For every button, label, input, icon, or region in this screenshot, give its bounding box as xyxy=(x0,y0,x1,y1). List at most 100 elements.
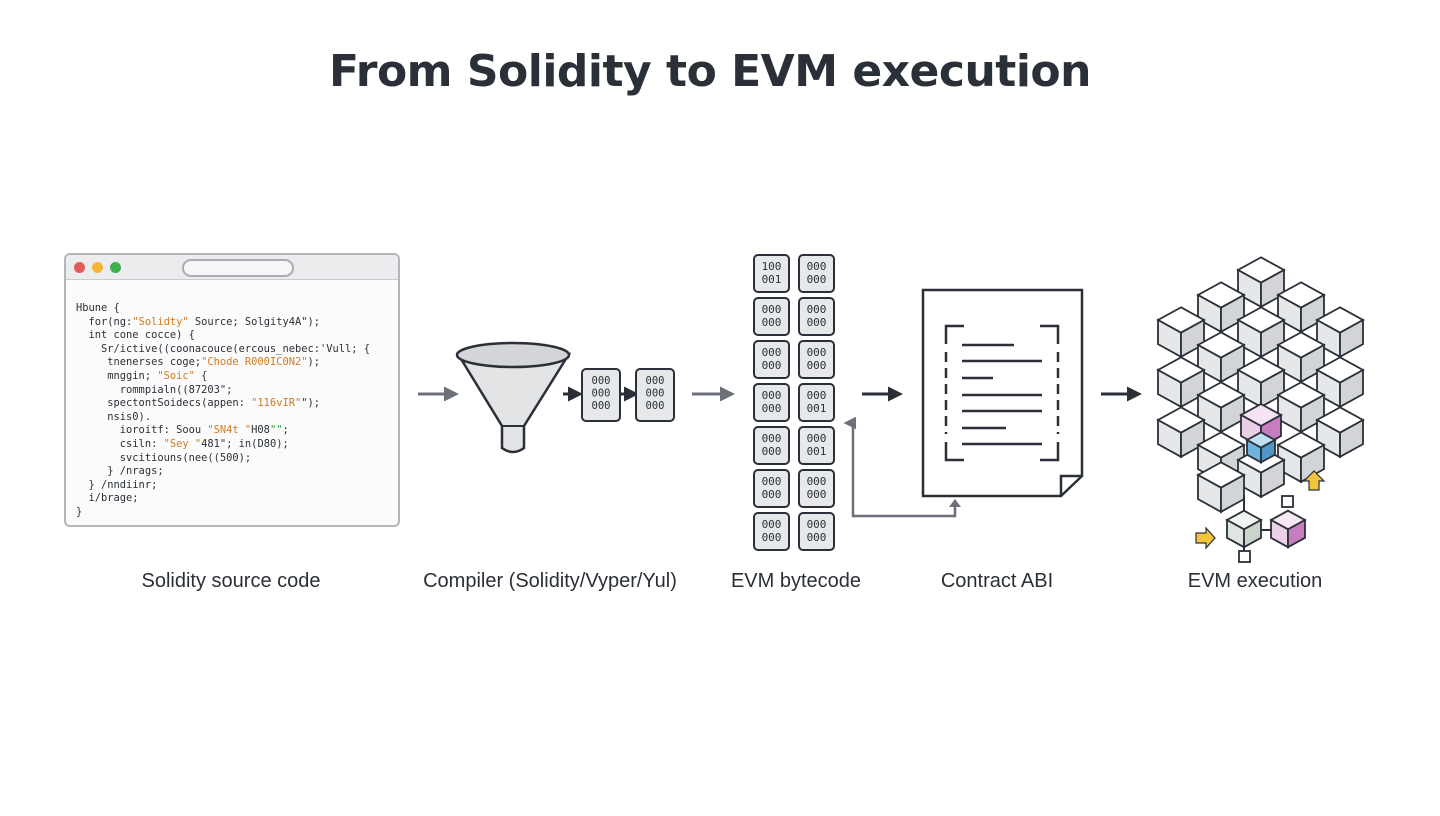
maximize-dot-icon xyxy=(110,262,121,273)
funnel-body xyxy=(455,352,572,454)
code-string: "" xyxy=(269,424,283,437)
binary-text: 000 xyxy=(807,475,827,488)
code-line: nsis0). xyxy=(76,411,388,425)
code-line: } /nndiinr; xyxy=(76,479,388,493)
binary-block-frame xyxy=(798,426,835,465)
binary-text: 000 xyxy=(592,400,611,412)
cube xyxy=(1196,461,1246,514)
code-line: i/brage; xyxy=(76,492,388,506)
document-fold xyxy=(1059,474,1082,496)
label-bytecode: EVM bytecode xyxy=(730,570,862,592)
code-line: } xyxy=(76,506,388,520)
window-titlebar xyxy=(66,255,398,280)
code-string: "116vIR" xyxy=(251,397,302,410)
cube xyxy=(1315,406,1365,459)
binary-text: 000 xyxy=(762,359,782,372)
cube xyxy=(1276,381,1326,434)
code-line: mnggin; "Soic" { xyxy=(76,370,388,384)
binary-block-frame xyxy=(753,426,790,465)
binary-block-frame xyxy=(798,469,835,508)
binary-text: 000 xyxy=(762,445,782,458)
page-title: From Solidity to EVM execution xyxy=(329,46,1091,97)
binary-block-frame xyxy=(753,383,790,422)
code-token: spectontSoidecs(appen: xyxy=(76,397,252,410)
binary-text: 000 xyxy=(807,518,827,531)
code-token: for(ng: xyxy=(76,315,133,328)
cube-highlight-blue xyxy=(1245,431,1277,464)
binary-text: 000 xyxy=(646,388,665,400)
binary-block-frame xyxy=(753,297,790,336)
code-token: nsis0). xyxy=(76,410,152,423)
binary-text: 000 xyxy=(762,402,782,415)
binary-block-frame xyxy=(753,340,790,379)
code-line: csiln: "Sey "481"; in(D80); xyxy=(76,438,388,452)
binary-text: 000 xyxy=(807,316,827,329)
code-token: } /nndiinr; xyxy=(76,478,158,491)
cube-right xyxy=(1220,473,1245,514)
cube-right xyxy=(1180,418,1205,459)
address-bar xyxy=(182,259,294,277)
funnel-rim xyxy=(455,341,571,369)
binary-text: 000 xyxy=(762,475,782,488)
binary-text: 000 xyxy=(762,316,782,329)
code-token: } xyxy=(76,505,83,518)
binary-block-frame xyxy=(581,368,621,422)
cube-cluster-icon xyxy=(1156,256,1365,563)
code-token: rommpialn((87203"; xyxy=(76,383,233,396)
code-token: Source; Solgity4A"); xyxy=(188,315,320,328)
label-abi: Contract ABI xyxy=(940,570,1054,592)
minimize-dot-icon xyxy=(92,262,103,273)
code-token: svcitiouns(nee((500); xyxy=(76,451,252,464)
code-line: Hbune { xyxy=(76,302,388,316)
binary-text: 000 xyxy=(807,531,827,544)
code-token: i/brage; xyxy=(76,492,139,505)
cube xyxy=(1156,406,1206,459)
binary-block-frame xyxy=(798,254,835,293)
binary-block-frame xyxy=(753,512,790,551)
binary-text: 001 xyxy=(762,273,782,286)
code-token: ; xyxy=(282,424,289,437)
cube-small xyxy=(1225,509,1263,549)
close-dot-icon xyxy=(74,262,85,273)
label-compiler: Compiler (Solidity/Vyper/Yul) xyxy=(423,570,677,592)
binary-text: 000 xyxy=(807,432,827,445)
code-window: Hbune { for(ng:"Solidty" Source; Solgity… xyxy=(64,253,400,527)
binary-text: 000 xyxy=(807,359,827,372)
cube-right xyxy=(1339,418,1364,459)
binary-block-frame xyxy=(798,383,835,422)
binary-text: 000 xyxy=(807,389,827,402)
code-string: "Chode R000IC0N2" xyxy=(201,356,308,369)
binary-block-frame xyxy=(753,469,790,508)
binary-text: 100 xyxy=(762,260,782,273)
code-token: { xyxy=(194,369,208,382)
code-line: spectontSoidecs(appen: "116vIR""); xyxy=(76,397,388,411)
binary-text: 000 xyxy=(807,488,827,501)
code-line: svcitiouns(nee((500); xyxy=(76,452,388,466)
binary-text: 000 xyxy=(762,432,782,445)
yellow-arrow-right xyxy=(1195,526,1216,550)
cube-right xyxy=(1260,458,1285,499)
code-string: "SN4t " xyxy=(207,424,252,437)
binary-block-frame xyxy=(753,254,790,293)
binary-text: 000 xyxy=(592,375,611,387)
binary-text: 000 xyxy=(646,400,665,412)
code-line: for(ng:"Solidty" Source; Solgity4A"); xyxy=(76,316,388,330)
binary-block-frame xyxy=(635,368,675,422)
cube xyxy=(1196,281,1246,334)
yellow-arrow-up xyxy=(1302,470,1326,491)
binary-text: 000 xyxy=(807,303,827,316)
connector-node xyxy=(1281,495,1294,508)
code-line: } /nrags; xyxy=(76,465,388,479)
code-token: csiln: xyxy=(76,437,164,450)
